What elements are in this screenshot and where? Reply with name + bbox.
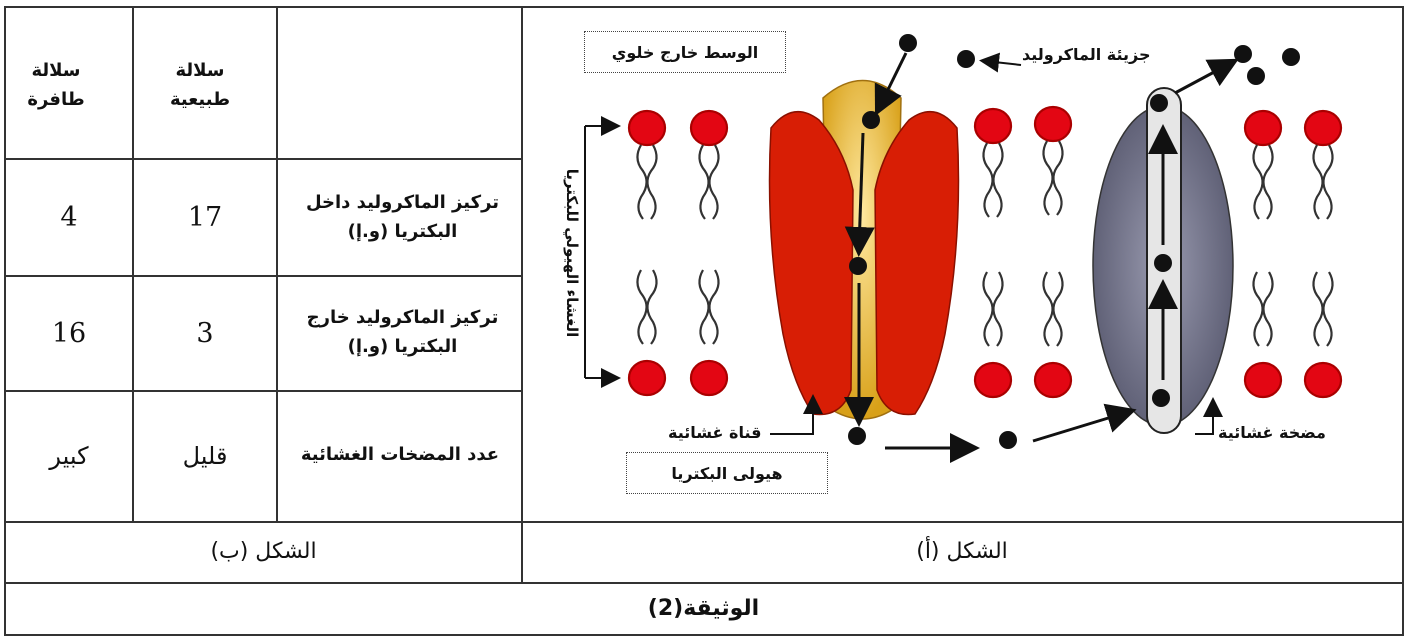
row-label-inside: تركيز الماكروليد داخل البكتريا (و.إ): [290, 168, 515, 268]
membrane-diagram: الغشاء الهيولي للبكتريا: [523, 8, 1401, 521]
macrolide-molecule: [1282, 48, 1300, 66]
phospholipid: [691, 111, 727, 395]
macrolide-molecule: [848, 427, 866, 445]
header-natural-strain: سلالة طبيعية: [160, 36, 240, 136]
document-title: الوثيقة(2): [6, 584, 1401, 634]
row-label-outside: تركيز الماكروليد خارج البكتريا (و.إ): [290, 283, 515, 383]
macrolide-molecule: [1150, 94, 1168, 112]
macrolide-molecule: [1234, 45, 1252, 63]
label-macrolide-molecule: جزيئة الماكروليد: [1022, 45, 1151, 64]
macrolide-molecule: [1152, 389, 1170, 407]
row-label-pumps: عدد المضخات الغشائية: [300, 400, 500, 510]
macrolide-molecule: [862, 111, 880, 129]
cell-inside-mutant: 4: [6, 160, 132, 275]
label-extracellular: الوسط خارج خلوي: [584, 31, 786, 73]
membrane-channel: [770, 81, 959, 420]
cell-pumps-natural: قليل: [134, 392, 276, 521]
phospholipid: [1035, 107, 1071, 397]
phospholipid-group-right: [1245, 111, 1341, 397]
macrolide-molecule: [849, 257, 867, 275]
caption-figure-a: الشكل (أ): [523, 523, 1401, 581]
label-cytoplasm: هيولى البكتريا: [626, 452, 828, 494]
phospholipid: [629, 111, 665, 395]
cell-outside-mutant: 16: [6, 277, 132, 390]
label-membrane: الغشاء الهيولي للبكتريا: [563, 169, 581, 338]
phospholipid-group-left: [629, 111, 727, 395]
label-membrane-pump: مضخة غشائية: [1218, 423, 1326, 442]
macrolide-molecule: [999, 431, 1017, 449]
macrolide-molecule: [899, 34, 917, 52]
table-divider: [276, 7, 278, 521]
macrolide-molecule: [1154, 254, 1172, 272]
header-mutant-strain: سلالة طافرة: [16, 36, 96, 136]
membrane-bracket: [585, 126, 615, 378]
cell-pumps-mutant: كبير: [6, 392, 132, 521]
phospholipid: [1245, 111, 1281, 397]
cell-inside-natural: 17: [134, 160, 276, 275]
phospholipid-group-middle: [975, 107, 1071, 397]
macrolide-molecule: [957, 50, 975, 68]
phospholipid: [975, 109, 1011, 397]
cell-outside-natural: 3: [134, 277, 276, 390]
macrolide-molecule: [1247, 67, 1265, 85]
caption-figure-b: الشكل (ب): [6, 523, 521, 581]
phospholipid: [1305, 111, 1341, 397]
label-membrane-channel: قناة غشائية: [668, 423, 762, 442]
